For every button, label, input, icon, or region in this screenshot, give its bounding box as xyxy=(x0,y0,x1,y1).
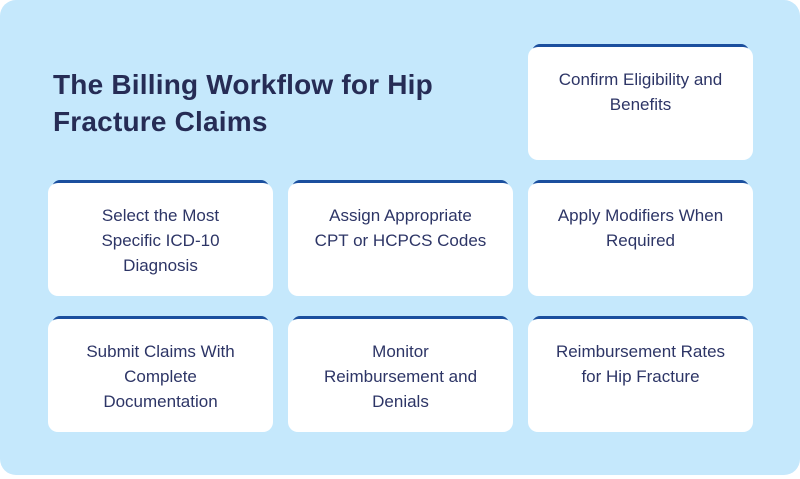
card-label: Confirm Eligibility and Benefits xyxy=(558,70,723,114)
card-body: Submit Claims With Complete Documentatio… xyxy=(48,319,273,432)
card-label: Monitor Reimbursement and Denials xyxy=(323,342,478,411)
card-submit-claims-documentation: Submit Claims With Complete Documentatio… xyxy=(48,316,273,432)
card-body: Reimbursement Rates for Hip Fracture xyxy=(528,319,753,432)
workflow-grid: The Billing Workflow for Hip Fracture Cl… xyxy=(48,44,753,432)
card-select-icd10-diagnosis: Select the Most Specific ICD-10 Diagnosi… xyxy=(48,180,273,296)
card-confirm-eligibility: Confirm Eligibility and Benefits xyxy=(528,44,753,160)
card-apply-modifiers: Apply Modifiers When Required xyxy=(528,180,753,296)
card-body: Monitor Reimbursement and Denials xyxy=(288,319,513,432)
card-body: Apply Modifiers When Required xyxy=(528,183,753,296)
card-reimbursement-rates: Reimbursement Rates for Hip Fracture xyxy=(528,316,753,432)
card-label: Submit Claims With Complete Documentatio… xyxy=(86,342,235,411)
card-assign-cpt-hcpcs-codes: Assign Appropriate CPT or HCPCS Codes xyxy=(288,180,513,296)
card-label: Apply Modifiers When Required xyxy=(557,206,724,250)
card-body: Confirm Eligibility and Benefits xyxy=(528,47,753,160)
page-title: The Billing Workflow for Hip Fracture Cl… xyxy=(53,69,433,137)
card-label: Select the Most Specific ICD-10 Diagnosi… xyxy=(101,206,220,275)
card-body: Assign Appropriate CPT or HCPCS Codes xyxy=(288,183,513,296)
card-body: Select the Most Specific ICD-10 Diagnosi… xyxy=(48,183,273,296)
card-label: Reimbursement Rates for Hip Fracture xyxy=(555,342,726,386)
card-monitor-reimbursement-denials: Monitor Reimbursement and Denials xyxy=(288,316,513,432)
card-label: Assign Appropriate CPT or HCPCS Codes xyxy=(314,206,487,250)
